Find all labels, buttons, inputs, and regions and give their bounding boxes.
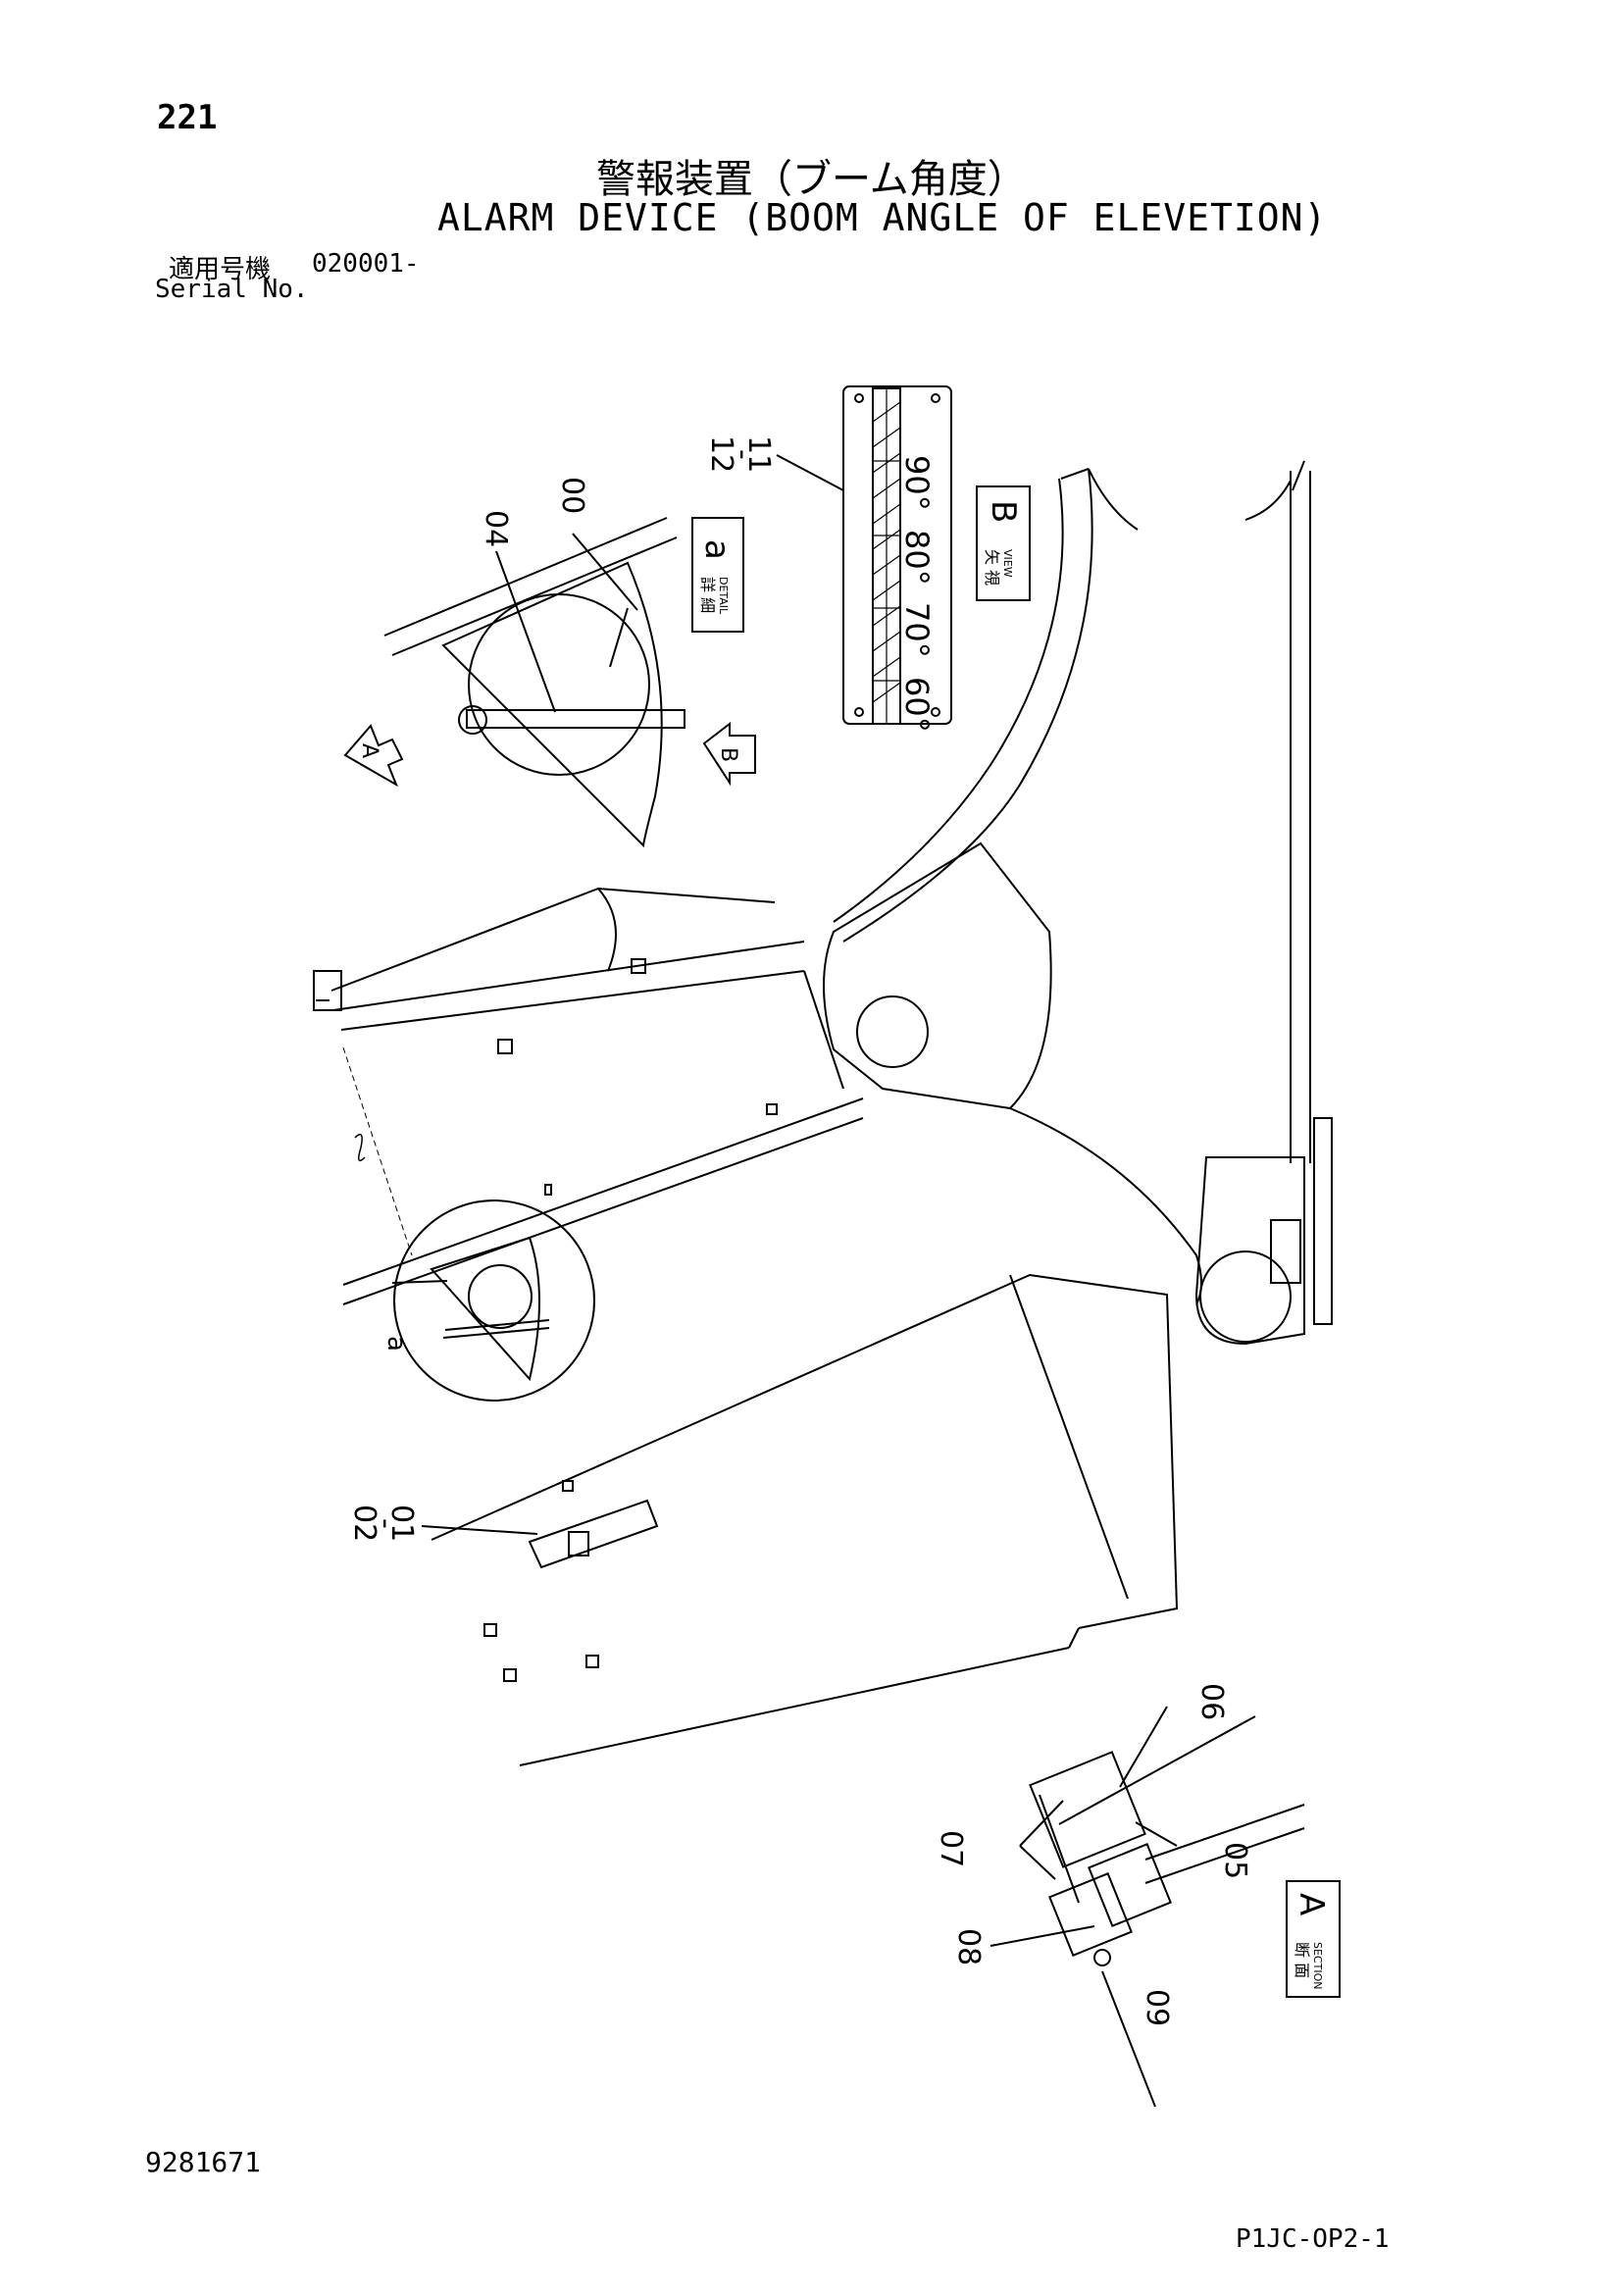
view-label-ja: 矢 視 bbox=[983, 549, 1001, 586]
callout-06: 06 bbox=[1194, 1683, 1229, 1720]
section-label-ja: 断 面 bbox=[1293, 1942, 1311, 1978]
arrow-a-marker bbox=[343, 724, 404, 788]
arrow-a-letter: A bbox=[357, 743, 381, 758]
view-letter: B bbox=[984, 500, 1023, 523]
arrow-b-letter: B bbox=[716, 747, 740, 762]
view-b-label: 矢 視 VIEW B bbox=[976, 485, 1031, 601]
callout-12-11-dash: - bbox=[726, 449, 760, 460]
section-letter: A bbox=[1292, 1893, 1331, 1915]
section-a-label: 断 面 SECTION A bbox=[1286, 1880, 1341, 1998]
scale-90-label: 90° bbox=[898, 455, 936, 511]
scale-60-label: 60° bbox=[898, 677, 936, 733]
callout-09: 09 bbox=[1140, 1989, 1174, 2026]
document-number: 9281671 bbox=[145, 2146, 262, 2178]
section-a-view bbox=[1029, 1715, 1305, 1966]
title-english: ALARM DEVICE (BOOM ANGLE OF ELEVETION) bbox=[437, 196, 1328, 239]
detail-a-view bbox=[383, 517, 685, 848]
detail-label-en: DETAIL bbox=[717, 577, 730, 615]
boom-structure bbox=[313, 460, 1333, 1766]
view-b-scale-plate bbox=[842, 385, 952, 725]
scale-80-label: 80° bbox=[898, 530, 936, 586]
detail-label-ja: 詳 細 bbox=[698, 577, 717, 613]
detail-letter: a bbox=[697, 539, 736, 560]
scale-70-label: 70° bbox=[898, 602, 936, 658]
page-number: 221 bbox=[157, 98, 218, 137]
view-label-en: VIEW bbox=[1001, 549, 1014, 578]
callout-04: 04 bbox=[479, 510, 513, 547]
detail-circle-letter: a bbox=[381, 1336, 411, 1352]
detail-a-location-circle bbox=[393, 1199, 595, 1402]
callout-05: 05 bbox=[1218, 1842, 1252, 1879]
callout-02: 02 bbox=[347, 1505, 381, 1542]
arrow-b-marker bbox=[702, 721, 756, 787]
serial-value: 020001- bbox=[312, 249, 420, 279]
detail-a-label: 詳 細 DETAIL a bbox=[691, 517, 744, 633]
callout-01: 01 bbox=[384, 1505, 419, 1542]
title-japanese: 警報装置（ブーム角度） bbox=[596, 157, 1027, 202]
serial-label-english: Serial No. bbox=[155, 275, 309, 304]
serial-label-japanese: 適用号機 bbox=[169, 255, 272, 284]
callout-00: 00 bbox=[555, 477, 589, 514]
callout-02-01-dash: - bbox=[369, 1518, 403, 1529]
callout-07: 07 bbox=[934, 1830, 968, 1867]
section-label-en: SECTION bbox=[1311, 1942, 1324, 1989]
callout-12: 12 bbox=[704, 435, 738, 473]
callout-11: 11 bbox=[741, 435, 776, 473]
callout-08: 08 bbox=[951, 1928, 986, 1965]
page-code: P1JC-OP2-1 bbox=[1236, 2224, 1390, 2254]
